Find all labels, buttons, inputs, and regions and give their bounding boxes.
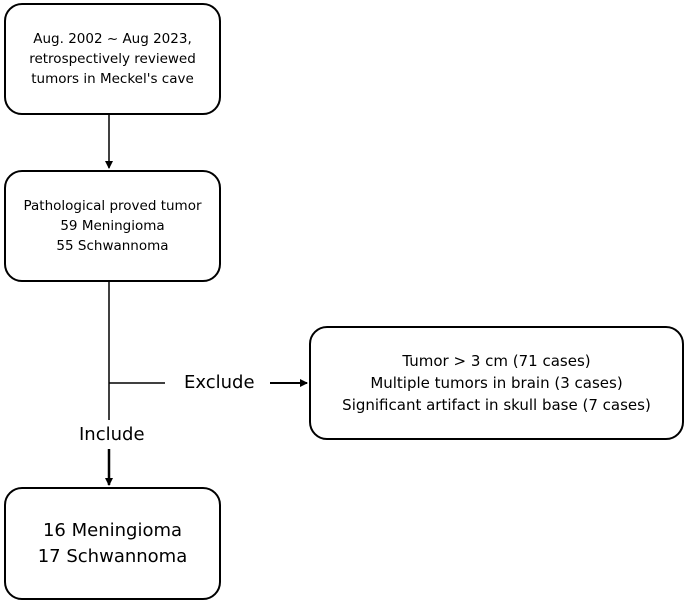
include-label: Include [79,424,145,445]
excluded-box: Tumor > 3 cm (71 cases) Multiple tumors … [309,326,684,440]
included-line-1: 16 Meningioma [42,519,183,541]
pathology-box: Pathological proved tumor 59 Meningioma … [4,170,221,282]
pathology-line-3: 55 Schwannoma [56,238,169,254]
screening-line-3: tumors in Meckel's cave [31,71,194,87]
screening-line-1: Aug. 2002 ~ Aug 2023, [33,31,192,47]
included-line-2: 17 Schwannoma [37,545,188,567]
exclude-label: Exclude [184,372,255,393]
excluded-line-2: Multiple tumors in brain (3 cases) [370,374,623,392]
pathology-line-1: Pathological proved tumor [23,198,202,214]
included-box: 16 Meningioma 17 Schwannoma [4,487,221,600]
excluded-line-3: Significant artifact in skull base (7 ca… [342,396,651,414]
screening-line-2: retrospectively reviewed [29,51,196,67]
pathology-line-2: 59 Meningioma [60,218,165,234]
screening-box: Aug. 2002 ~ Aug 2023, retrospectively re… [4,3,221,115]
excluded-line-1: Tumor > 3 cm (71 cases) [402,352,591,370]
